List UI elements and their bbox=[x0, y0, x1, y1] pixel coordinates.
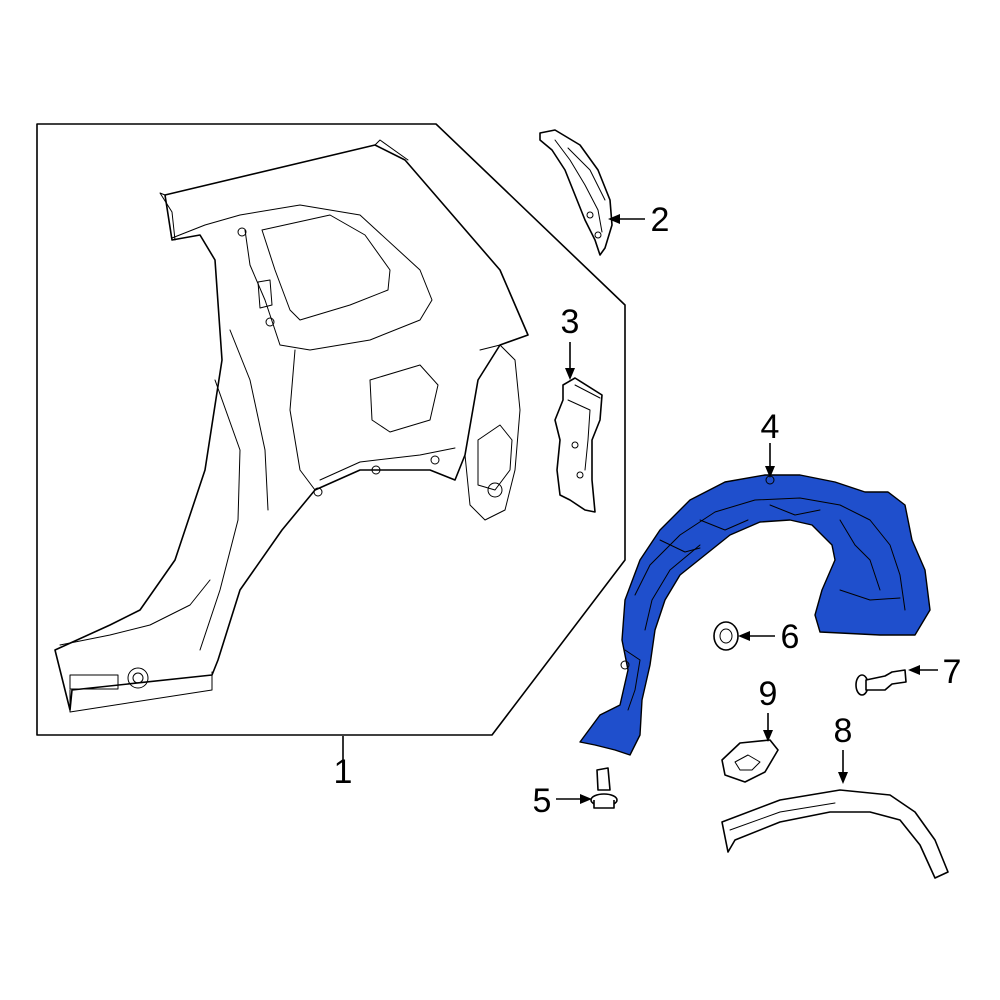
callout-1: 1 bbox=[334, 753, 353, 791]
bracket-part-3[interactable] bbox=[554, 377, 603, 513]
callout-5: 5 bbox=[533, 782, 552, 820]
wheel-liner-part-4[interactable] bbox=[579, 474, 931, 756]
quarter-panel-part-1[interactable] bbox=[54, 139, 529, 713]
bracket-part-2[interactable] bbox=[539, 129, 613, 256]
callout-6: 6 bbox=[781, 618, 800, 656]
assembly-frame bbox=[36, 123, 626, 736]
callout-8: 8 bbox=[834, 712, 853, 750]
clip-part-7[interactable] bbox=[855, 669, 907, 696]
callout-7: 7 bbox=[943, 653, 962, 691]
callout-4: 4 bbox=[761, 408, 780, 446]
leader-lines bbox=[342, 214, 938, 804]
retainer-part-9[interactable] bbox=[721, 739, 779, 783]
bolt-part-5[interactable] bbox=[590, 767, 618, 809]
callout-9: 9 bbox=[759, 675, 778, 713]
molding-part-8[interactable] bbox=[721, 789, 949, 879]
nut-part-6[interactable] bbox=[713, 621, 739, 651]
callout-3: 3 bbox=[561, 303, 580, 341]
callout-2: 2 bbox=[651, 201, 670, 239]
